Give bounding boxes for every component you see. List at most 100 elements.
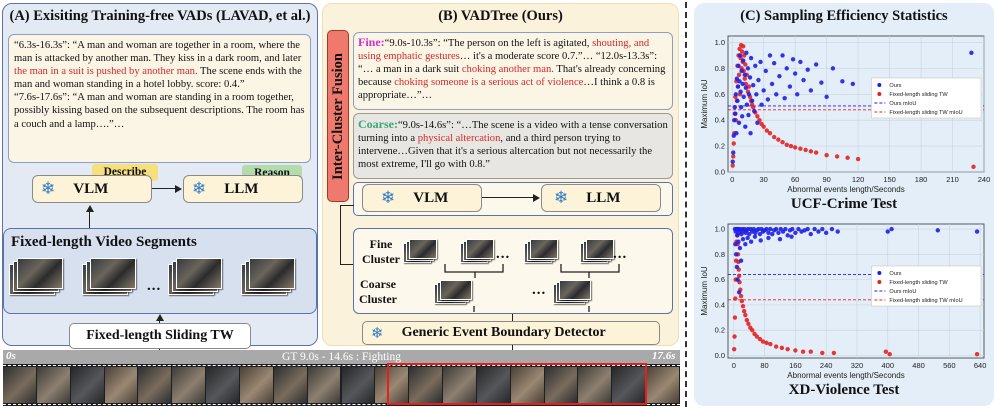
legend-marker: [877, 92, 882, 96]
fixed-point: [732, 315, 738, 320]
timeline-frame: [138, 367, 172, 403]
fixed-point: [764, 340, 769, 346]
panel-a-title: (A) Exisiting Training-free VADs (LAVAD,…: [9, 8, 311, 24]
fixed-point: [855, 156, 861, 162]
panel-b-title: (B) VADTree (Ours): [438, 8, 563, 24]
fixed-point: [741, 309, 747, 314]
timeline-frame: [612, 367, 646, 403]
ours-point: [790, 226, 795, 232]
fixed-point: [834, 154, 840, 159]
ours-point: [752, 234, 758, 239]
panel-divider: [685, 2, 687, 407]
ours-point: [737, 245, 743, 251]
fixed-point: [757, 336, 763, 342]
ours-point: [829, 226, 835, 232]
fixed-point: [788, 143, 794, 149]
x-tick-label: 480: [912, 361, 925, 370]
fixed-point: [730, 163, 735, 168]
snowflake-icon: ❄: [381, 187, 396, 208]
fixed-point: [776, 137, 781, 142]
fixed-point: [784, 142, 789, 147]
ours-point: [969, 50, 974, 56]
x-tick-label: 0: [730, 175, 734, 184]
y-tick-label: 0.2: [715, 326, 725, 335]
ground-truth-highlight: [387, 363, 647, 405]
ours-point: [732, 105, 738, 110]
ours-point: [736, 63, 741, 68]
vlm-label: VLM: [73, 180, 109, 197]
fine-ellipsis-2: ...: [613, 246, 628, 262]
fixed-point: [750, 105, 756, 110]
timeline-frame: [273, 367, 307, 403]
timeline-frame: [341, 367, 375, 403]
ours-point: [801, 77, 806, 83]
ours-point: [737, 79, 742, 84]
ours-point: [765, 97, 771, 102]
ours-point: [746, 112, 751, 118]
timeline-frame: [409, 367, 443, 403]
text-run: choking another man.: [461, 64, 554, 76]
fixed-point: [773, 344, 779, 349]
ours-point: [774, 92, 779, 97]
fixed-point: [887, 352, 892, 357]
ours-point: [733, 252, 739, 257]
ground-truth-label: GT 9.0s - 14.6s : Fighting: [282, 351, 401, 363]
fixed-point: [798, 146, 803, 151]
ours-point: [761, 88, 766, 93]
ours-point: [812, 226, 817, 232]
ours-point: [792, 71, 798, 76]
timeline-frame: [36, 367, 70, 403]
fixed-point: [760, 339, 766, 344]
ours-point: [793, 230, 798, 236]
y-axis-label: Maximum IoU: [700, 79, 709, 129]
ours-point: [824, 94, 829, 100]
ours-point: [748, 55, 754, 61]
fixed-point: [779, 345, 785, 351]
timeline-start: 0s: [6, 350, 16, 362]
fixed-point: [731, 154, 736, 159]
ours-point: [743, 242, 748, 247]
fixed-point: [741, 44, 746, 49]
cluster-connectors: [444, 264, 620, 312]
ours-point: [740, 81, 745, 87]
ours-point: [739, 68, 744, 74]
text-run: The scene ends with the man and woman st…: [14, 66, 305, 91]
fixed-point: [883, 349, 889, 354]
ours-point: [745, 235, 750, 241]
fixed-point: [761, 124, 766, 129]
ours-point: [757, 231, 763, 237]
ours-point: [738, 89, 743, 94]
fixed-point: [743, 81, 749, 87]
legend-label: Ours mIoU: [889, 289, 916, 295]
ours-point: [748, 130, 753, 136]
ours-point: [805, 226, 810, 232]
timeline-frame: [3, 367, 36, 403]
snowflake-icon: ❄: [371, 323, 384, 342]
coarse-cluster-text: Coarse:“9.0s-14.6s”: “…The scene is a vi…: [358, 117, 670, 171]
ours-point: [787, 84, 793, 89]
text-run: Fine:: [358, 35, 385, 49]
fine-cluster-label: Fine Cluster: [362, 237, 400, 266]
legend-label: Fixed-length sliding TW mIoU: [889, 298, 962, 304]
ours-point: [755, 120, 760, 125]
fixed-point: [736, 72, 742, 78]
timeline-frame: [646, 367, 679, 403]
ours-point: [816, 229, 821, 234]
timeline-frame: [70, 367, 104, 403]
video-frame-thumbnail: [530, 239, 558, 259]
fixed-point: [738, 293, 744, 299]
ours-point: [732, 117, 737, 123]
ours-point: [738, 105, 744, 110]
legend-label: Fixed-length sliding TW mIoU: [889, 110, 962, 116]
arrow-segments-to-vlm: [89, 212, 91, 229]
ours-point: [744, 102, 750, 107]
legend-label: Fixed-length sliding TW: [889, 280, 948, 286]
llm-label: LLM: [224, 180, 259, 197]
panel-a-description-text: “6.3s-16.3s”: “A man and woman are toget…: [14, 39, 307, 131]
llm-label: LLM: [586, 189, 621, 206]
ours-point: [738, 258, 744, 263]
x-tick-label: 210: [946, 175, 959, 184]
ours-point: [795, 92, 800, 97]
fixed-point: [744, 317, 750, 323]
